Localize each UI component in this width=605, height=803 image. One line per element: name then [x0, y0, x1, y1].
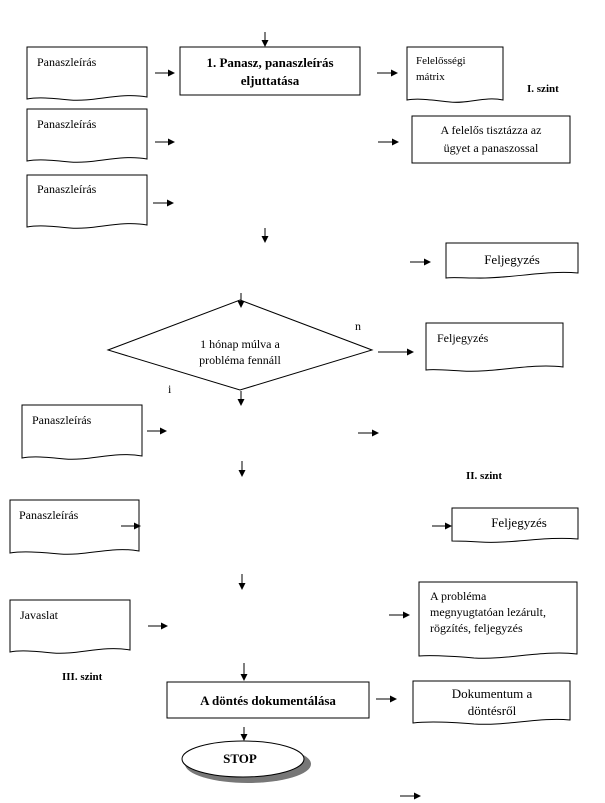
step-panasz-eljuttatasa: 1. Panasz, panaszleírás eljuttatása: [179, 46, 361, 96]
svg-text:Feljegyzés: Feljegyzés: [484, 252, 540, 267]
decision-yes-label: i: [168, 382, 172, 396]
doc-felelossegi-matrix: Felelősségi mátrix: [406, 46, 504, 103]
doc-problema-lezarult: A probléma megnyugtatóan lezárult, rögzí…: [418, 581, 578, 659]
svg-text:megnyugtatóan lezárult,: megnyugtatóan lezárult,: [430, 605, 546, 619]
svg-text:Dokumentum a: Dokumentum a: [452, 686, 533, 701]
svg-text:Panaszleírás: Panaszleírás: [19, 508, 79, 522]
level-1-label: I. szint: [527, 83, 559, 95]
svg-text:rögzítés, feljegyzés: rögzítés, feljegyzés: [430, 621, 523, 635]
connector-arrows: [121, 32, 452, 800]
doc-feljegyzes-1: Feljegyzés: [445, 242, 579, 279]
svg-text:Panaszleírás: Panaszleírás: [37, 55, 97, 69]
svg-text:1 hónap múlva a: 1 hónap múlva a: [200, 337, 280, 351]
svg-text:Felelősségi: Felelősségi: [416, 55, 466, 67]
decision-diamond: 1 hónap múlva a probléma fennáll: [106, 299, 374, 391]
step-dontes-dokumentalasa: A döntés dokumentálása: [166, 681, 370, 719]
doc-panaszleiras-5: Panaszleírás: [9, 499, 140, 555]
process-felelos-tisztazza: A felelős tisztázza az ügyet a panaszoss…: [411, 115, 571, 164]
svg-text:döntésről: döntésről: [468, 703, 517, 718]
doc-panaszleiras-1: Panaszleírás: [26, 46, 148, 101]
svg-text:ügyet a panaszossal: ügyet a panaszossal: [444, 141, 539, 155]
svg-text:Feljegyzés: Feljegyzés: [437, 331, 489, 345]
doc-feljegyzes-3: Feljegyzés: [451, 507, 579, 543]
doc-panaszleiras-2: Panaszleírás: [26, 108, 148, 163]
svg-text:Panaszleírás: Panaszleírás: [32, 413, 92, 427]
svg-text:1. Panasz, panaszleírás: 1. Panasz, panaszleírás: [206, 55, 333, 70]
svg-text:Feljegyzés: Feljegyzés: [491, 515, 547, 530]
svg-text:Panaszleírás: Panaszleírás: [37, 117, 97, 131]
svg-text:Panaszleírás: Panaszleírás: [37, 182, 97, 196]
svg-text:A probléma: A probléma: [430, 589, 487, 603]
svg-text:eljuttatása: eljuttatása: [241, 73, 300, 88]
doc-panaszleiras-4: Panaszleírás: [21, 404, 143, 460]
svg-text:A felelős tisztázza az: A felelős tisztázza az: [441, 123, 542, 137]
doc-dontesrol: Dokumentum a döntésről: [412, 680, 571, 725]
decision-no-label: n: [355, 319, 361, 333]
svg-text:A döntés dokumentálása: A döntés dokumentálása: [200, 693, 336, 708]
level-2-label: II. szint: [466, 470, 502, 482]
doc-panaszleiras-3: Panaszleírás: [26, 174, 148, 229]
svg-text:mátrix: mátrix: [416, 71, 445, 83]
stop-terminator: STOP: [181, 740, 311, 783]
level-3-label: III. szint: [62, 671, 103, 683]
svg-text:STOP: STOP: [223, 751, 257, 766]
svg-text:Javaslat: Javaslat: [20, 608, 59, 622]
doc-javaslat: Javaslat: [9, 599, 131, 654]
svg-text:probléma fennáll: probléma fennáll: [199, 353, 281, 367]
doc-feljegyzes-2: Feljegyzés: [425, 322, 564, 372]
